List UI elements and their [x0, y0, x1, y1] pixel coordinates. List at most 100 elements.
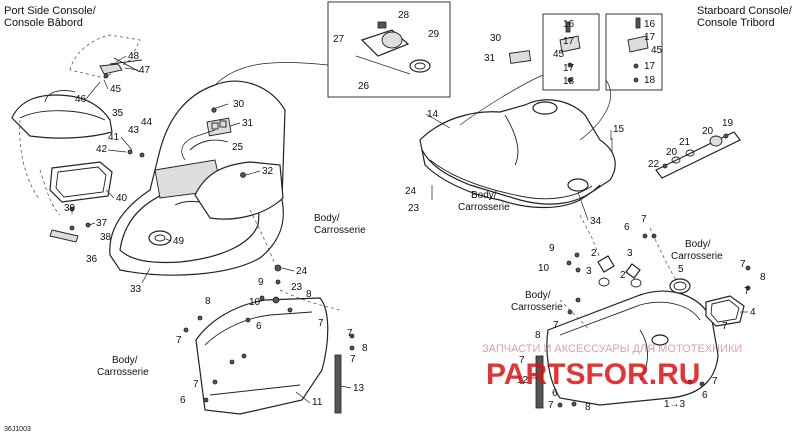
callout-23-port: 23 [291, 282, 303, 293]
callout-12: 12 [517, 375, 529, 386]
callout-41: 41 [108, 132, 120, 143]
inset-box-latch-b [605, 13, 663, 91]
port-latch-31 [206, 117, 232, 137]
svg-text:Body/: Body/ [112, 355, 138, 366]
callout-31-port: 31 [242, 118, 254, 129]
callout-17-a: 17 [563, 36, 575, 47]
starboard-side-header: Starboard Console/ Console Tribord [697, 5, 793, 29]
callout-28: 28 [398, 10, 410, 21]
callout-46: 46 [75, 94, 87, 105]
svg-text:Carrosserie: Carrosserie [314, 225, 366, 236]
callout-19: 19 [722, 118, 734, 129]
callout-4: 4 [750, 307, 756, 318]
port-cover-35 [11, 90, 113, 139]
callout-7-stbd-b: 7 [740, 259, 746, 270]
port-lower-dashes [249, 209, 341, 311]
callout-22: 22 [648, 159, 660, 170]
callout-7-stbd-g: 7 [548, 400, 554, 411]
callout-6-stbd-a: 6 [624, 222, 630, 233]
callout-45-a: 45 [553, 49, 565, 60]
callout-18-a: 18 [563, 76, 575, 87]
callout-24-port: 24 [296, 266, 308, 277]
svg-text:Body/: Body/ [525, 290, 551, 301]
callout-11: 11 [312, 397, 323, 408]
callout-6-stbd-c: 6 [702, 390, 708, 401]
callout-7-stbd-h: 7 [712, 376, 718, 387]
callout-2-b: 2 [620, 270, 626, 281]
svg-text:Carrosserie: Carrosserie [511, 302, 563, 313]
port-lower-screws [183, 295, 355, 403]
port-hinge-36 [49, 229, 79, 243]
callout-17-b: 17 [563, 63, 575, 74]
svg-text:Carrosserie: Carrosserie [97, 367, 149, 378]
callout-17-d: 17 [644, 61, 656, 72]
body-label-port-upper: Body/ Carrosserie [314, 213, 366, 236]
callout-23-stbd: 23 [408, 203, 420, 214]
callout-30-port: 30 [233, 99, 245, 110]
callout-3-b: 3 [586, 266, 592, 277]
callout-20-a: 20 [702, 126, 714, 137]
port-wire-harness [181, 62, 329, 161]
callout-7-port-b: 7 [176, 335, 182, 346]
callout-7-port-a: 7 [318, 318, 324, 329]
callout-7-port-e: 7 [350, 354, 356, 365]
callout-7-stbd-a: 7 [641, 214, 647, 225]
diagram-code: 36J1003 [4, 426, 31, 433]
callout-40: 40 [116, 193, 128, 204]
callout-7-stbd-d: 7 [722, 321, 728, 332]
svg-text:Body/: Body/ [685, 239, 711, 250]
callout-44: 44 [141, 117, 153, 128]
port-glovebox-lid-40 [49, 161, 113, 203]
inset-box-latch-a [542, 13, 600, 91]
watermark: ЗАПЧАСТИ И АКСЕССУАРЫ ДЛЯ МОТОТЕХНИКИ PA… [482, 343, 742, 391]
svg-text:Starboard Console/: Starboard Console/ [697, 5, 793, 17]
starboard-inset-b-parts [627, 17, 649, 83]
callout-1-arrow: 1→3 [664, 399, 686, 410]
callout-35: 35 [112, 108, 124, 119]
callout-10-stbd: 10 [538, 263, 550, 274]
callout-34: 34 [590, 216, 602, 227]
callout-8-stbd-b: 8 [535, 330, 541, 341]
svg-text:Console Bâbord: Console Bâbord [4, 17, 83, 29]
body-label-starboard-upper: Body/ Carrosserie [458, 190, 510, 213]
callout-9-stbd: 9 [549, 243, 555, 254]
callout-6-port-a: 6 [256, 321, 262, 332]
starboard-leads [431, 74, 613, 200]
callout-5: 5 [678, 264, 684, 275]
starboard-latch-31 [508, 50, 532, 64]
callout-3-a: 3 [627, 248, 633, 259]
callout-33: 33 [130, 284, 142, 295]
callout-17-c: 17 [644, 32, 656, 43]
callout-45: 45 [110, 84, 122, 95]
callout-7-port-c: 7 [193, 379, 199, 390]
starboard-inset-a-parts [559, 21, 581, 83]
callout-25: 25 [232, 142, 244, 153]
svg-text:PARTSFOR.RU: PARTSFOR.RU [486, 358, 700, 391]
callout-36: 36 [86, 254, 98, 265]
callout-7-port-d: 7 [347, 328, 353, 339]
callout-42: 42 [96, 144, 108, 155]
callout-9-port: 9 [258, 277, 264, 288]
svg-text:Port Side Console/: Port Side Console/ [4, 5, 97, 17]
callout-20-b: 20 [666, 147, 678, 158]
callout-8-port-b: 8 [205, 296, 211, 307]
callout-8-stbd-c: 8 [585, 402, 591, 413]
starboard-console-14 [419, 99, 616, 209]
callout-7-stbd-f: 7 [519, 355, 525, 366]
callout-48: 48 [128, 51, 140, 62]
starboard-lower-dashes [559, 214, 677, 331]
callout-7-stbd-e: 7 [553, 320, 559, 331]
body-label-starboard-lower: Body/ Carrosserie [511, 290, 563, 313]
fuel-cap-assembly [355, 21, 431, 75]
starboard-gasket-5 [669, 278, 691, 294]
inset-box-fuel-cap [327, 1, 451, 98]
callout-26: 26 [358, 81, 370, 92]
callout-47: 47 [139, 65, 151, 76]
svg-text:Body/: Body/ [314, 213, 340, 224]
starboard-small-parts [557, 233, 751, 408]
callout-7-stbd-c: 7 [744, 286, 750, 297]
callout-2-a: 2 [591, 248, 597, 259]
body-label-starboard-mid: Body/ Carrosserie [671, 239, 723, 262]
callout-45-b: 45 [651, 45, 663, 56]
port-trim-strip-13 [334, 354, 342, 414]
